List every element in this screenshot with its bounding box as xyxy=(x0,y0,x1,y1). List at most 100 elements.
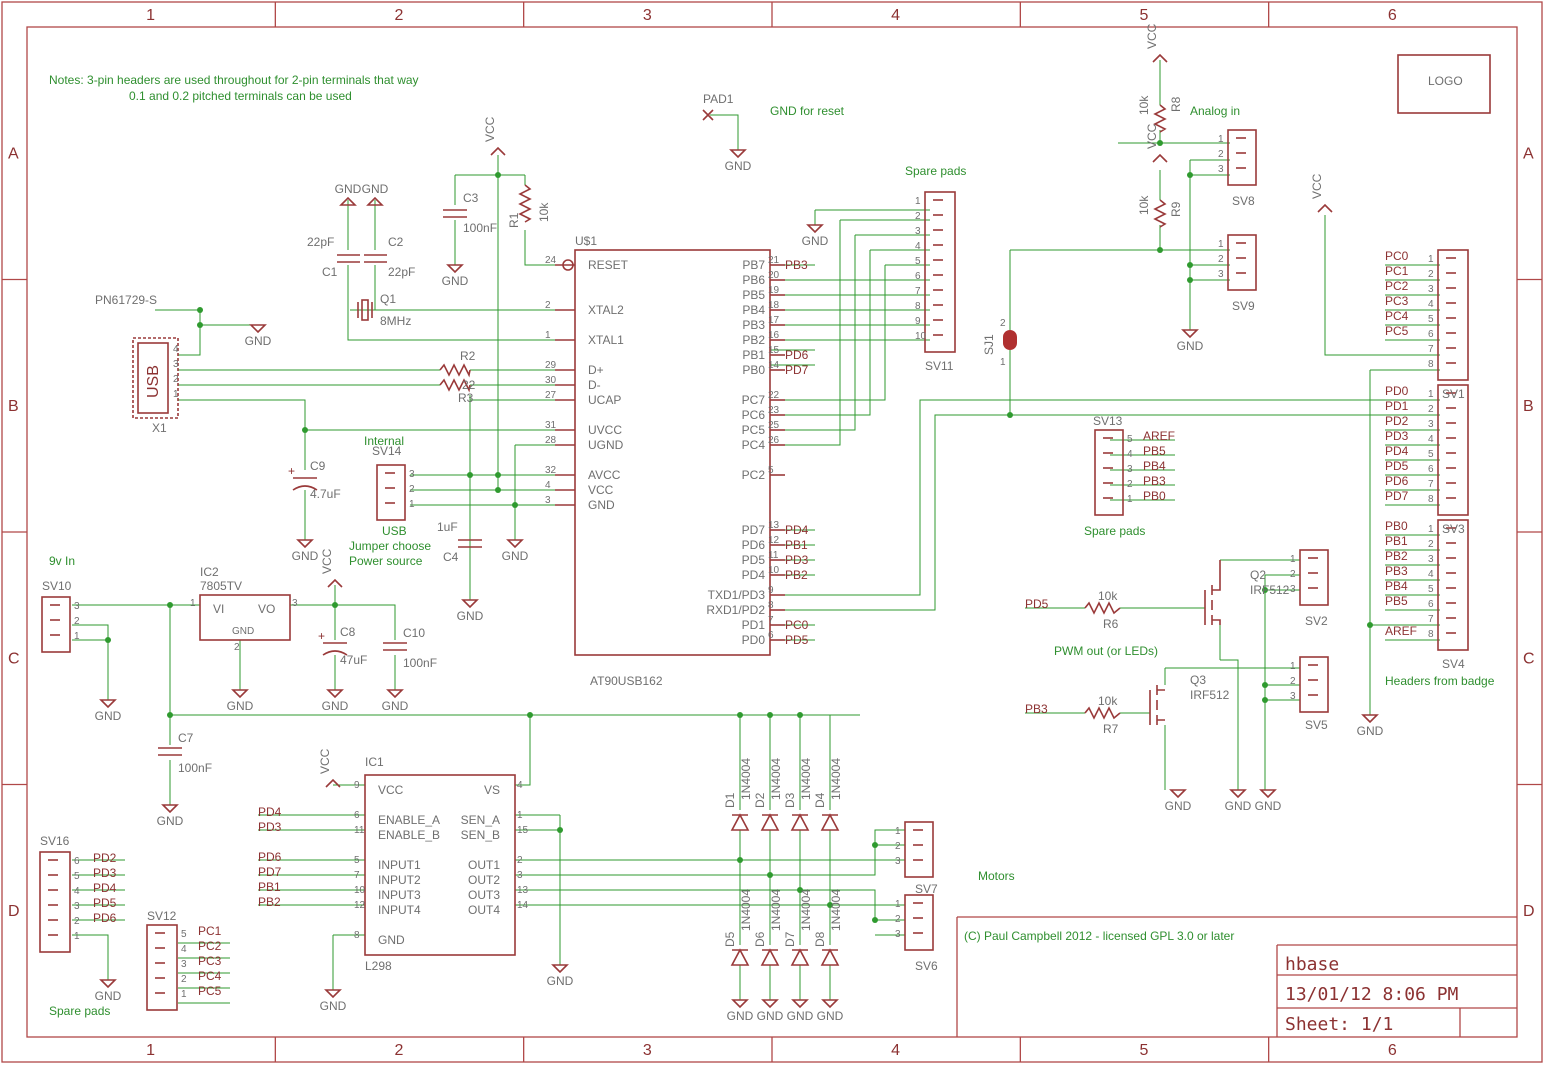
header-net-label: PC1 xyxy=(1385,264,1409,278)
gnd-symbol: GND xyxy=(727,999,754,1023)
gnd-symbol: GND xyxy=(1357,714,1384,738)
c7-name: C7 xyxy=(178,731,194,745)
gnd-label: GND xyxy=(817,1009,844,1023)
ic1-pin-num: 3 xyxy=(517,870,523,881)
gnd-symbol: GND xyxy=(1177,329,1204,353)
header-pin-num: 3 xyxy=(1218,269,1224,280)
vcc-symbol: VCC xyxy=(1310,173,1333,213)
gnd-symbol: GND xyxy=(382,689,409,713)
junction-dot xyxy=(1262,587,1268,593)
header-pin-num: 5 xyxy=(74,871,80,882)
sv4-name: SV4 xyxy=(1442,657,1465,671)
c10-value: 100nF xyxy=(403,656,437,670)
ic1-pin-num: 5 xyxy=(354,855,360,866)
header-pin-num: 4 xyxy=(1127,449,1133,460)
r6-net: PD5 xyxy=(1025,597,1049,611)
u1-name: U$1 xyxy=(575,234,597,248)
header-net-label: PC4 xyxy=(1385,309,1409,323)
c3-value: 100nF xyxy=(463,221,497,235)
gnd-symbol: GND xyxy=(320,989,347,1013)
r1-resistor: R1 10k xyxy=(507,184,551,228)
label-analog-in: Analog in xyxy=(1190,104,1240,118)
ic1-pin-name: ENABLE_A xyxy=(378,813,440,827)
r1-name: R1 xyxy=(507,212,521,228)
frame-row-left-A: A xyxy=(8,145,19,162)
header-net-label: PD7 xyxy=(1385,489,1409,503)
gnd-symbol: GND xyxy=(817,999,844,1023)
header-pin-num: 4 xyxy=(1428,569,1434,580)
ic1-pin-num: 10 xyxy=(354,885,366,896)
header-net-label: PD5 xyxy=(1385,459,1409,473)
q1-name: Q1 xyxy=(380,292,396,306)
vcc-label: VCC xyxy=(320,548,334,574)
sv9-name: SV9 xyxy=(1232,299,1255,313)
ic1-pin-num: 8 xyxy=(354,930,360,941)
header-pin-num: 2 xyxy=(1290,569,1296,580)
vcc-label: VCC xyxy=(1145,123,1159,149)
header-pin-num: 2 xyxy=(1290,676,1296,687)
u1-pin-name: PD6 xyxy=(742,538,766,552)
gnd-label: GND xyxy=(1177,339,1204,353)
label-internal: Internal xyxy=(364,434,404,448)
header-pin-num: 7 xyxy=(1428,344,1434,355)
u1-pin-num: 32 xyxy=(545,465,557,476)
junction-dot xyxy=(332,602,338,608)
c2-name: C2 xyxy=(388,235,404,249)
junction-dot xyxy=(512,502,518,508)
diode-name: D6 xyxy=(753,931,767,947)
pad1-label: PAD1 xyxy=(703,92,734,106)
gnd-label: GND xyxy=(335,182,362,196)
frame-col-bottom-3: 3 xyxy=(643,1042,652,1059)
header-net-label: PB2 xyxy=(1385,549,1408,563)
q3-value: IRF512 xyxy=(1190,688,1230,702)
header-pin-num: 2 xyxy=(181,974,187,985)
q1-value: 8MHz xyxy=(380,314,411,328)
title-block: (C) Paul Campbell 2012 - licensed GPL 3.… xyxy=(956,916,1517,1037)
u1-pin-name: D+ xyxy=(588,363,604,377)
u1-pin-num: 23 xyxy=(768,405,780,416)
header-pin-num: 5 xyxy=(915,256,921,267)
vcc-symbol: VCC xyxy=(483,116,506,156)
u1-pin-name: UVCC xyxy=(588,423,622,437)
sv11-name: SV11 xyxy=(925,359,954,373)
gnd-symbol: GND xyxy=(502,539,529,563)
gnd-symbol: GND xyxy=(157,804,184,828)
vcc-symbol: VCC xyxy=(1145,23,1168,63)
c4-name: C4 xyxy=(443,550,459,564)
junction-dot xyxy=(167,712,173,718)
ic1-pin-num: 12 xyxy=(354,900,366,911)
ic1-pin-name: INPUT1 xyxy=(378,858,421,872)
c9-name: C9 xyxy=(310,459,326,473)
vcc-symbol: VCC xyxy=(1145,123,1168,163)
u1-net-label: PD7 xyxy=(785,363,809,377)
svg-text:+: + xyxy=(318,629,325,643)
label-jumper-1: Jumper choose xyxy=(349,539,431,553)
ic1-pin-num: 2 xyxy=(517,855,523,866)
junction-dot xyxy=(797,887,803,893)
header-pin-num: 1 xyxy=(1290,554,1296,565)
gnd-symbol: GND xyxy=(95,979,122,1003)
frame-row-left-C: C xyxy=(8,650,20,667)
u1-pin-name: PC2 xyxy=(742,468,766,482)
svg-text:2: 2 xyxy=(234,642,240,653)
r8-resistor: 10k R8 xyxy=(1137,95,1183,133)
u1-pin-name: PB2 xyxy=(742,333,765,347)
sv13-name: SV13 xyxy=(1093,414,1123,428)
sj1-solder-jumper: SJ1 21 xyxy=(982,318,1017,368)
junction-dot xyxy=(1157,247,1163,253)
r9-name: R9 xyxy=(1169,201,1183,217)
gnd-label: GND xyxy=(1165,799,1192,813)
header-pin-num: 8 xyxy=(1428,359,1434,370)
header-pin-num: 6 xyxy=(74,856,80,867)
u1-net-label: PB1 xyxy=(785,538,808,552)
u1-pin-num: 29 xyxy=(545,360,557,371)
ic1-pin-name: INPUT4 xyxy=(378,903,421,917)
